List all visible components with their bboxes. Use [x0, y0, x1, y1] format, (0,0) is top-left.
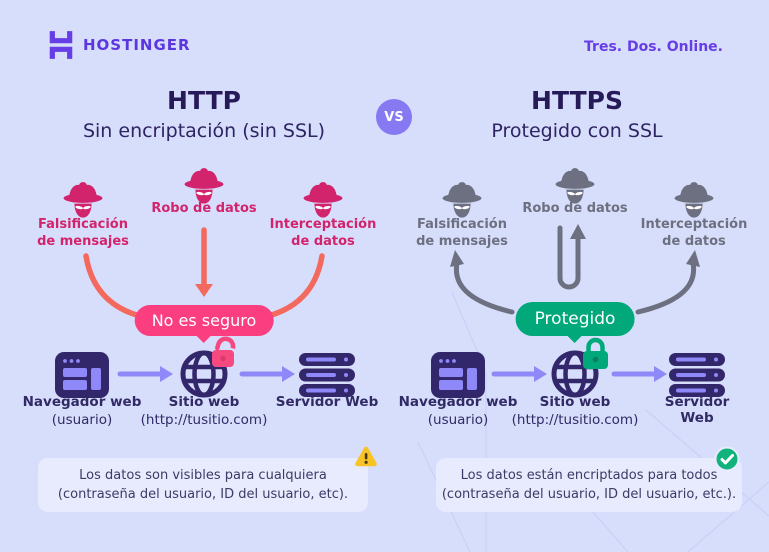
- note-line: Los datos son visibles para cualquiera: [79, 468, 327, 483]
- server-icon: [669, 353, 725, 397]
- vs-badge: VS: [376, 99, 412, 135]
- spy-icon: [184, 168, 224, 204]
- deflected-arrowheads: [450, 224, 700, 267]
- https-subtitle: Protegido con SSL: [491, 120, 663, 142]
- node-label: Servidor Web: [664, 394, 730, 426]
- node-sublabel: (usuario): [427, 412, 489, 428]
- hostinger-logo: HOSTINGER: [48, 31, 191, 59]
- note-line: (contraseña del usuario, ID del usuario,…: [441, 487, 737, 502]
- tagline: Tres. Dos. Online.: [584, 39, 723, 55]
- node-label: Sitio web: [168, 394, 240, 410]
- node-sublabel: (http://tusitio.com): [511, 412, 639, 428]
- warning-icon: [355, 446, 377, 467]
- not-secure-badge: No es seguro: [134, 305, 274, 336]
- browser-icon: [431, 352, 485, 398]
- spy-icon: [555, 168, 595, 204]
- node-sublabel: (usuario): [51, 412, 113, 428]
- threat-label: Falsificación de mensajes: [37, 217, 129, 249]
- http-title: HTTP: [167, 86, 241, 115]
- deflected-arrows: [453, 225, 697, 315]
- threat-label: Robo de datos: [522, 201, 628, 216]
- server-icon: [299, 353, 355, 397]
- lock-open-icon: [212, 336, 236, 367]
- browser-icon: [55, 352, 109, 398]
- note-line: (contraseña del usuario, ID del usuario,…: [57, 487, 349, 502]
- node-label: Navegador web: [398, 394, 518, 410]
- website-globe-icon: [180, 336, 236, 398]
- note-line: Los datos están encriptados para todos: [460, 468, 718, 483]
- brand-name: HOSTINGER: [83, 36, 191, 54]
- spy-icon: [63, 182, 103, 218]
- http-subtitle: Sin encriptación (sin SSL): [82, 120, 326, 142]
- protected-badge: Protegido: [515, 302, 635, 336]
- lock-closed-icon: [583, 337, 608, 369]
- spy-icon: [442, 182, 482, 218]
- threat-label: Interceptación de datos: [269, 217, 377, 249]
- node-label: Servidor Web: [275, 394, 379, 410]
- flow-arrowheads: [160, 366, 667, 382]
- threat-label: Interceptación de datos: [640, 217, 748, 249]
- node-label: Sitio web: [539, 394, 611, 410]
- check-icon: [714, 446, 740, 472]
- http-note-card: Los datos son visibles para cualquiera (…: [38, 458, 368, 512]
- hostinger-logo-icon: [49, 31, 73, 59]
- spy-icon: [674, 182, 714, 218]
- https-note-card: Los datos están encriptados para todos (…: [436, 458, 742, 512]
- node-label: Navegador web: [22, 394, 142, 410]
- https-title: HTTPS: [531, 86, 623, 115]
- threat-label: Falsificación de mensajes: [416, 217, 508, 249]
- spy-icon: [303, 182, 343, 218]
- website-globe-icon: [551, 337, 608, 398]
- threat-label: Robo de datos: [151, 201, 257, 216]
- node-sublabel: (http://tusitio.com): [140, 412, 268, 428]
